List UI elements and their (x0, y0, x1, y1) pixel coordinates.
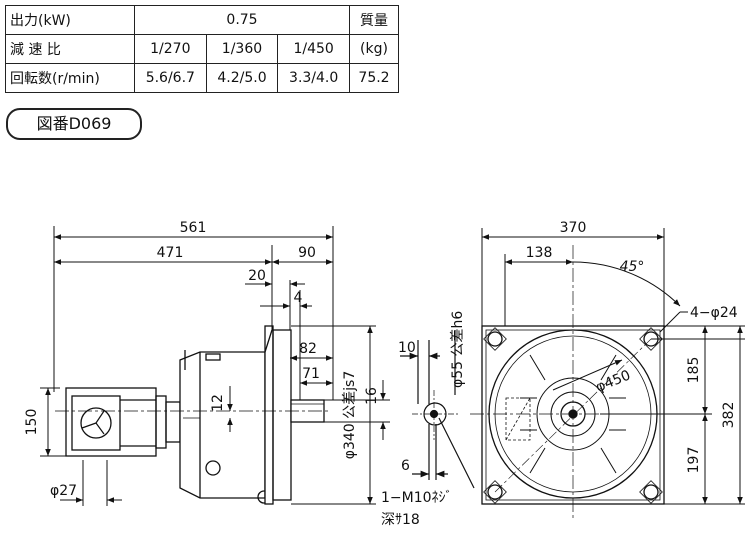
bolt-hole (487, 331, 503, 347)
fan-icon (80, 407, 112, 439)
rpm-cell: 3.3/4.0 (277, 63, 350, 93)
dim-71: 71 (302, 366, 320, 382)
dim-20: 20 (248, 268, 266, 284)
dim-phi340: φ340 公差js7 (342, 371, 358, 460)
dim-phi27: φ27 (50, 483, 77, 499)
side-view-dimensions (40, 226, 390, 506)
rpm-label: 回転数(r/min) (5, 63, 135, 93)
dim-82: 82 (299, 341, 317, 357)
bolt-hole (487, 484, 503, 500)
rpm-cell: 4.2/5.0 (205, 63, 279, 93)
dim-phi55: φ55 公差h6 (450, 311, 466, 388)
tap-label-1: 1−M10ﾈｼﾞ (381, 490, 453, 506)
tap-label-2: 深ｻ18 (381, 512, 420, 528)
dim-370: 370 (560, 220, 587, 236)
dim-90: 90 (298, 245, 316, 261)
shaft-end-labels: 10 φ55 公差h6 6 1−M10ﾈｼﾞ 深ｻ18 (381, 311, 466, 528)
dim-197: 197 (686, 447, 702, 474)
flange-view-dimensions (481, 228, 745, 505)
dim-471: 471 (157, 245, 184, 261)
spec-table: 出力(kW) 0.75 質量 減 速 比 1/270 1/360 1/450 (… (5, 5, 399, 93)
output-label: 出力(kW) (5, 5, 135, 35)
side-view (55, 325, 330, 505)
bolt-hole (643, 484, 659, 500)
dim-561: 561 (180, 220, 207, 236)
terminal-box (71, 395, 121, 451)
dim-10: 10 (398, 340, 416, 356)
plug-icon (205, 460, 221, 476)
mass-label-2: (kg) (349, 34, 399, 64)
drawing-number-badge: 図番D069 (6, 108, 142, 140)
output-value: 0.75 (134, 5, 350, 35)
mass-value: 75.2 (349, 63, 399, 93)
dim-138: 138 (526, 245, 553, 261)
dim-4: 4 (294, 290, 303, 306)
flange-view (470, 245, 676, 520)
gear-case (179, 351, 266, 499)
ratio-cell: 1/450 (277, 34, 350, 64)
shaft-end-view (400, 330, 475, 489)
dim-382: 382 (721, 402, 737, 429)
dim-6: 6 (401, 458, 410, 474)
dim-45deg: 45° (620, 259, 645, 275)
rpm-cell: 5.6/6.7 (134, 63, 207, 93)
dim-12: 12 (210, 394, 226, 412)
output-flange (264, 325, 274, 505)
side-view-labels: 561 471 90 20 4 82 71 150 φ27 12 16 φ340… (24, 220, 380, 499)
dim-16: 16 (364, 387, 380, 405)
dim-185: 185 (686, 357, 702, 384)
dim-holes: 4−φ24 (690, 305, 738, 321)
ratio-label: 減 速 比 (5, 34, 135, 64)
dim-150: 150 (24, 409, 40, 436)
